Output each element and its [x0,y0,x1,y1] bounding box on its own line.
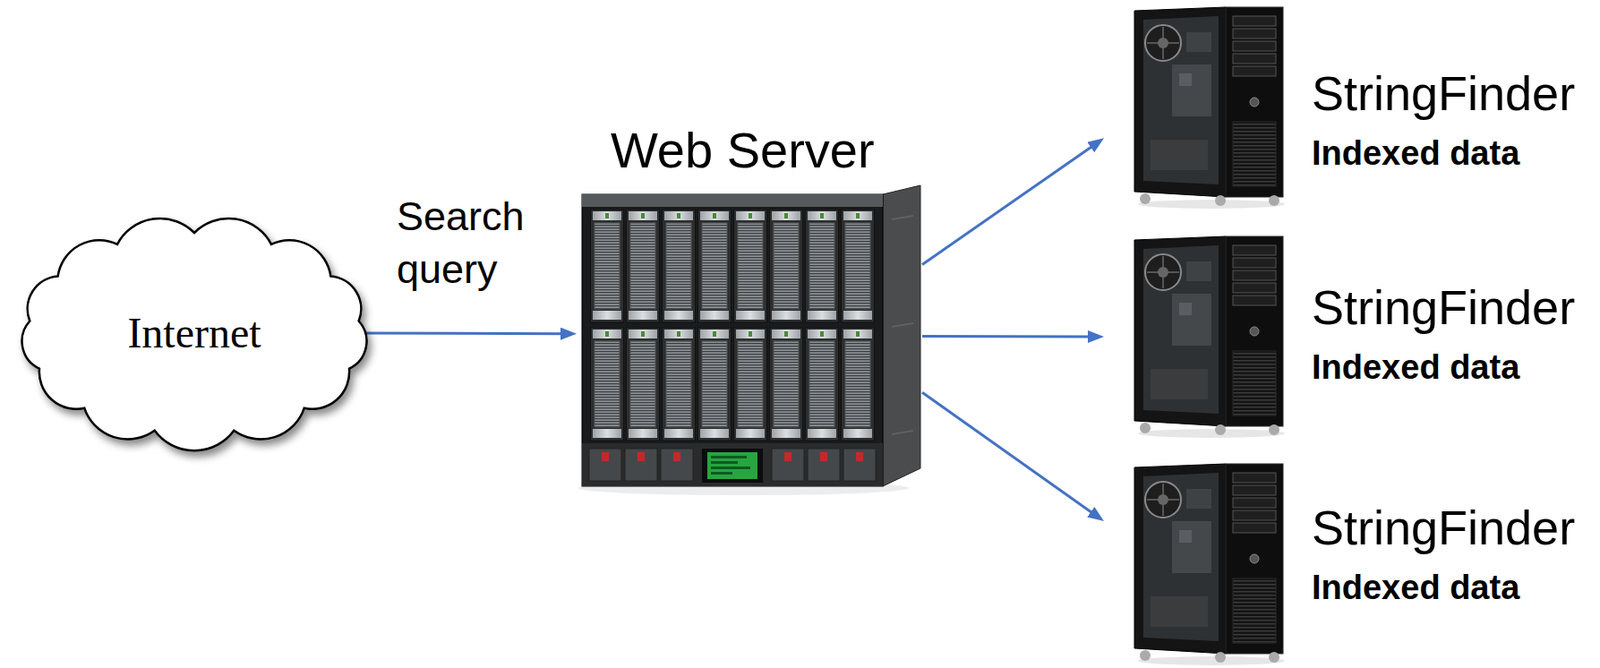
web-server-picture [577,185,921,496]
flow-arrow [922,143,1097,266]
string-finder-node: StringFinderIndexed data [1132,5,1286,210]
string-finder-node: StringFinderIndexed data [1132,234,1286,439]
cloud-node: Internet [7,211,382,455]
flow-arrow [922,392,1097,516]
server-heading: Web Server [610,121,875,180]
text-group: StringFinderIndexed data [1311,501,1575,609]
flow-arrow [922,334,1096,339]
text-group: StringFinderIndexed data [1311,281,1575,389]
text-group: StringFinderIndexed data [1311,67,1575,175]
computer-picture [1134,236,1285,438]
server-name: StringFinder [1311,67,1575,120]
web-server-node: Web Server [581,183,923,496]
string-finder-node: StringFinderIndexed data [1132,462,1286,667]
cloud-shape [22,218,368,451]
computer-picture [1134,463,1285,666]
flow-arrow [363,332,568,336]
server-name: StringFinder [1311,281,1575,334]
server-note: Indexed data [1311,347,1575,389]
edge-label: Search query [396,190,545,296]
server-note: Indexed data [1311,133,1575,175]
text-group: Web Server [610,121,875,180]
server-name: StringFinder [1311,501,1575,555]
server-note: Indexed data [1311,567,1575,609]
cloud-label: Internet [127,309,261,358]
computer-picture [1134,7,1285,209]
